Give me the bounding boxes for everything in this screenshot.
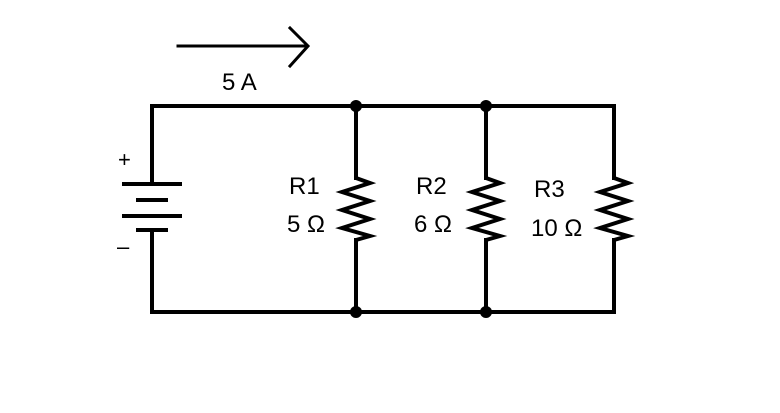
resistor-r3-symbol bbox=[593, 176, 636, 242]
junction-dot bbox=[480, 100, 492, 112]
battery-symbol bbox=[122, 182, 182, 232]
resistor-r1-value: 5 Ω bbox=[287, 211, 325, 238]
resistor-r1-symbol bbox=[335, 176, 378, 242]
resistor-r1-name: R1 bbox=[289, 173, 320, 200]
junction-dot bbox=[350, 306, 362, 318]
battery-positive-label: + bbox=[118, 147, 131, 172]
resistor-r3-value: 10 Ω bbox=[531, 215, 582, 242]
junction-dots bbox=[350, 100, 492, 318]
resistor-r3-name: R3 bbox=[534, 176, 565, 203]
junction-dot bbox=[480, 306, 492, 318]
resistor-r2-value: 6 Ω bbox=[414, 211, 452, 238]
circuit-wires bbox=[150, 104, 616, 314]
current-arrow bbox=[176, 25, 311, 69]
resistor-r2-symbol bbox=[465, 176, 508, 242]
junction-dot bbox=[350, 100, 362, 112]
battery-negative-label: – bbox=[117, 234, 130, 259]
current-label: 5 A bbox=[222, 69, 257, 96]
resistor-r2-name: R2 bbox=[416, 173, 447, 200]
